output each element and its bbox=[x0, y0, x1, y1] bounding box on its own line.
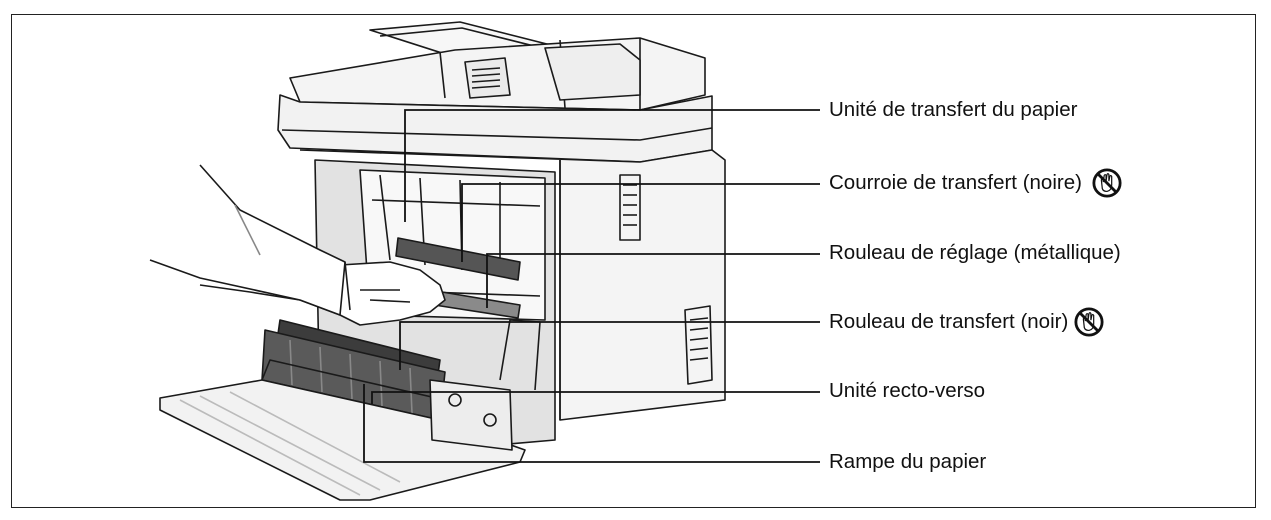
label-duplex-unit-text: Unité recto-verso bbox=[829, 379, 986, 402]
no-touch-hand-icon bbox=[1074, 307, 1104, 337]
label-registration-roller: Rouleau de réglage (métallique) bbox=[829, 238, 1121, 268]
label-paper-chute-text: Rampe du papier bbox=[829, 450, 987, 473]
label-paper-transfer-unit: Unité de transfert du papier bbox=[829, 95, 1077, 125]
leader-registration-roller bbox=[486, 253, 820, 308]
label-duplex-unit: Unité recto-verso bbox=[829, 376, 985, 406]
leader-paper-chute bbox=[363, 384, 820, 463]
leader-transfer-roller bbox=[399, 321, 820, 370]
no-touch-hand-icon bbox=[1092, 168, 1122, 198]
leader-paper-transfer-unit bbox=[404, 109, 820, 222]
leader-transfer-belt bbox=[461, 183, 820, 262]
arm-sleeve bbox=[149, 164, 346, 316]
label-paper-transfer-unit-text: Unité de transfert du papier bbox=[829, 98, 1078, 121]
label-transfer-belt: Courroie de transfert (noire) bbox=[829, 168, 1122, 198]
label-transfer-belt-text: Courroie de transfert (noire) bbox=[829, 171, 1082, 194]
label-transfer-roller: Rouleau de transfert (noir) bbox=[829, 307, 1104, 337]
leader-lines bbox=[363, 109, 820, 463]
transfer-belt bbox=[395, 237, 521, 281]
label-paper-chute: Rampe du papier bbox=[829, 447, 986, 477]
leader-duplex-unit bbox=[371, 391, 820, 404]
label-registration-roller-text: Rouleau de réglage (métallique) bbox=[829, 241, 1121, 264]
label-transfer-roller-text: Rouleau de transfert (noir) bbox=[829, 310, 1069, 333]
